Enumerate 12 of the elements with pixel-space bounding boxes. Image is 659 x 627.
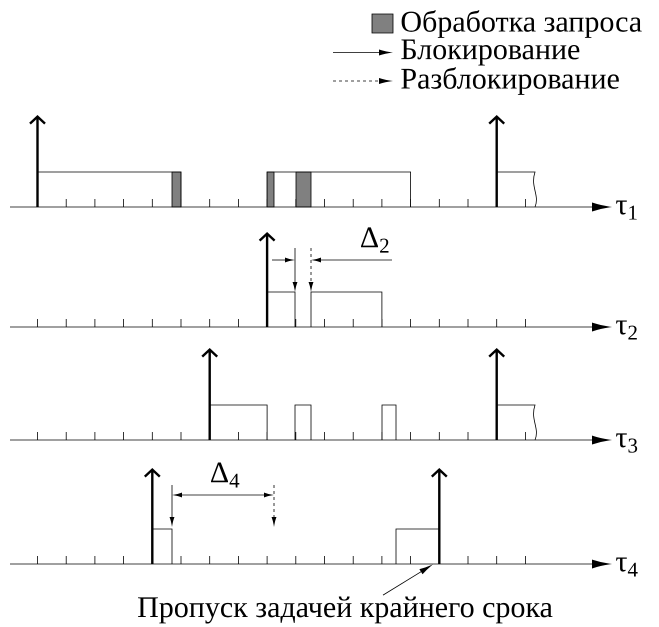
legend-text: Разблокирование	[401, 67, 619, 95]
dimension-label: Δ$_{4}$	[211, 462, 240, 488]
leader-line	[382, 566, 431, 596]
axis-label: τ$_{4}$	[616, 558, 638, 577]
note-text: Пропуск задачей крайнего срока	[138, 596, 552, 624]
dimension-label: Δ$_{2}$	[361, 227, 388, 253]
legend-text: Обработка запроса	[402, 10, 642, 38]
legend-text: Блокирование	[401, 39, 580, 66]
axis-label: τ$_{3}$	[616, 433, 638, 453]
axis-label: τ$_{2}$	[616, 320, 637, 340]
axis-label: τ$_{1}$	[616, 200, 637, 220]
deadline-arrow	[430, 468, 448, 564]
